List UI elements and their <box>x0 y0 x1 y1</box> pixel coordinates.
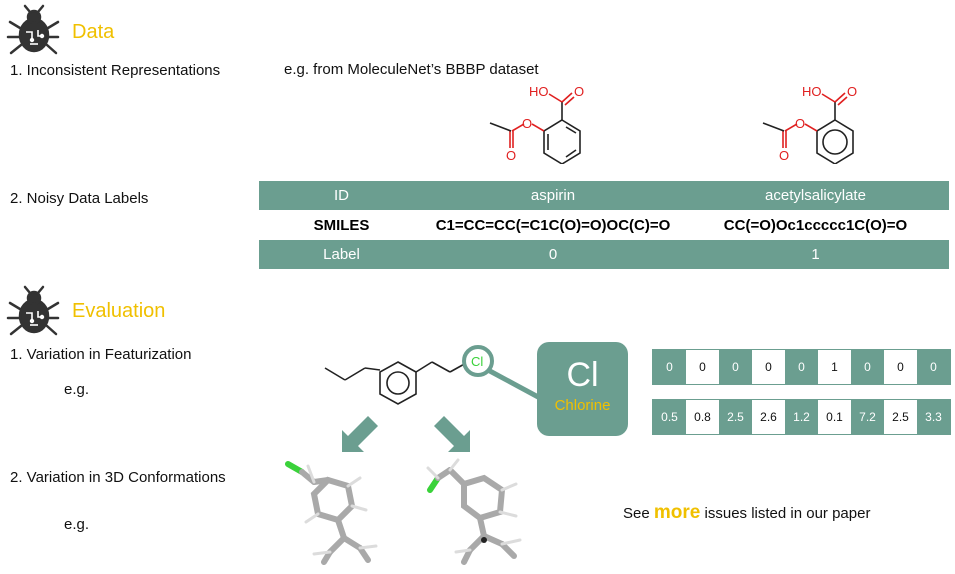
chlorine-symbol: Cl <box>566 356 599 394</box>
vector-cell: 0 <box>917 350 950 384</box>
table-row: Label 0 1 <box>259 240 949 269</box>
conformation-variation-label: 2. Variation in 3D Conformations <box>10 469 226 486</box>
label-header: Label <box>259 240 424 269</box>
hydroxyl-label: HO <box>529 84 549 99</box>
chloro-molecule-structure: Cl <box>324 345 542 405</box>
table-row: ID aspirin acetylsalicylate <box>259 181 949 210</box>
featurization-variation-label: 1. Variation in Featurization <box>10 346 192 363</box>
arrow-down-right-icon <box>434 416 470 452</box>
vector-cell: 0 <box>851 350 884 384</box>
vector-cell: 3.3 <box>917 400 950 434</box>
vector-cell: 1.2 <box>785 400 818 434</box>
aspirin-structure-2: HO O O O <box>762 84 857 164</box>
vector-cell: 2.5 <box>884 400 917 434</box>
zoom-connector <box>486 367 542 401</box>
carbonyl-o-label: O <box>574 84 584 99</box>
table-cell: CC(=O)Oc1ccccc1C(O)=O <box>682 210 949 240</box>
vector-cell: 0 <box>653 350 686 384</box>
chlorine-name: Chlorine <box>554 397 611 414</box>
vector-cell: 0.1 <box>818 400 851 434</box>
bug-icon <box>6 285 60 336</box>
3d-conformer-1 <box>285 461 378 565</box>
arrow-down-left-icon <box>342 416 378 452</box>
more-emphasis: more <box>653 502 701 523</box>
float-feature-vector: 0.5 0.8 2.5 2.6 1.2 0.1 7.2 2.5 3.3 <box>652 399 951 435</box>
table-row: SMILES C1=CC=CC(=C1C(O)=O)OC(C)=O CC(=O)… <box>259 210 949 240</box>
vector-cell: 0 <box>785 350 818 384</box>
id-header: ID <box>259 181 424 210</box>
vector-cell: 2.6 <box>752 400 785 434</box>
hydroxyl-label: HO <box>802 84 822 99</box>
ester-o-label: O <box>522 116 532 131</box>
vector-cell: 0.5 <box>653 400 686 434</box>
noisy-data-labels-label: 2. Noisy Data Labels <box>10 190 149 207</box>
see-suffix: issues listed in our paper <box>704 505 871 522</box>
ester-carbonyl-o-label: O <box>506 148 516 163</box>
data-section-title: Data <box>72 21 115 43</box>
table-cell: 0 <box>424 240 682 269</box>
featurization-eg: e.g. <box>64 381 90 398</box>
cl-zoom-circle <box>462 345 494 377</box>
table-cell: C1=CC=CC(=C1C(O)=O)OC(C)=O <box>424 210 682 240</box>
cl-atom-label: Cl <box>471 354 483 369</box>
molecule-table: ID aspirin acetylsalicylate SMILES C1=CC… <box>259 181 949 269</box>
vector-cell: 7.2 <box>851 400 884 434</box>
see-more-note: See more issues listed in our paper <box>623 502 870 524</box>
carbonyl-o-label: O <box>847 84 857 99</box>
ester-o-label: O <box>795 116 805 131</box>
chlorine-callout: Cl Chlorine <box>537 342 628 436</box>
bbbp-example-note: e.g. from MoleculeNet’s BBBP dataset <box>284 61 539 78</box>
conformation-eg: e.g. <box>64 516 90 533</box>
vector-cell: 0 <box>884 350 917 384</box>
bug-icon <box>6 4 60 55</box>
binary-feature-vector: 0 0 0 0 0 1 0 0 0 <box>652 349 951 385</box>
table-cell: acetylsalicylate <box>682 181 949 210</box>
aspirin-structure-1: HO O O O <box>489 84 584 164</box>
vector-cell: 0 <box>752 350 785 384</box>
3d-conformer-2 <box>426 458 522 565</box>
smiles-header: SMILES <box>259 210 424 240</box>
inconsistent-representations-label: 1. Inconsistent Representations <box>10 62 221 79</box>
vector-cell: 1 <box>818 350 851 384</box>
vector-cell: 0 <box>686 350 719 384</box>
table-cell: aspirin <box>424 181 682 210</box>
vector-cell: 2.5 <box>719 400 752 434</box>
evaluation-section-title: Evaluation <box>72 300 166 322</box>
vector-cell: 0.8 <box>686 400 719 434</box>
vector-cell: 0 <box>719 350 752 384</box>
ester-carbonyl-o-label: O <box>779 148 789 163</box>
see-prefix: See <box>623 505 650 522</box>
table-cell: 1 <box>682 240 949 269</box>
